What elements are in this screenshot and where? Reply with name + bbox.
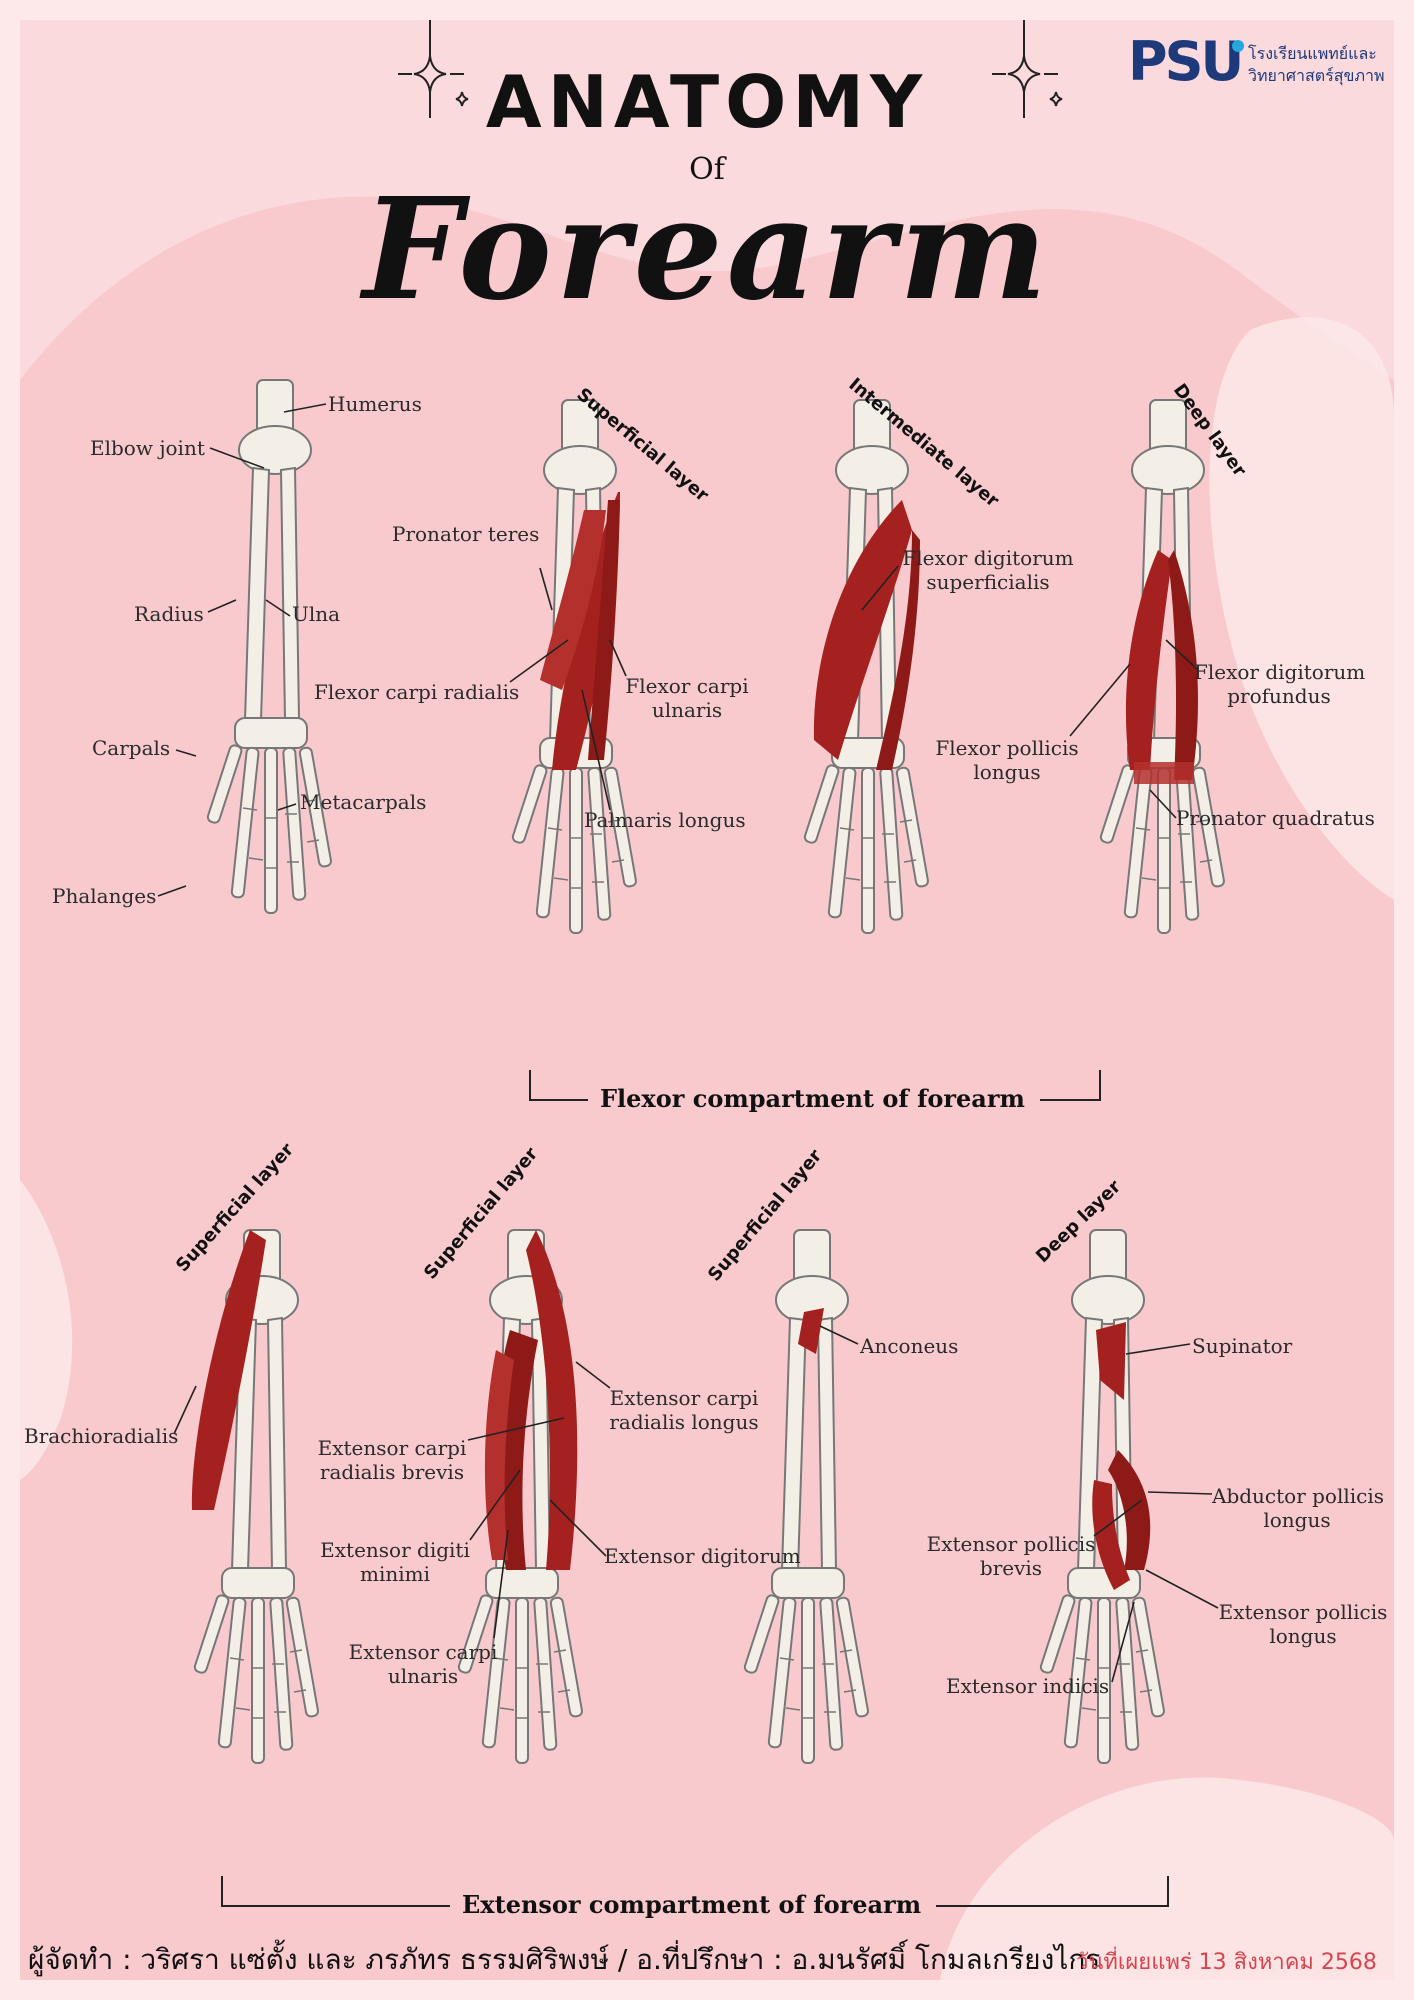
label-apl-line2: longus [1263, 1508, 1331, 1532]
extensor-section-title: Extensor compartment of forearm [462, 1890, 922, 1919]
label-flexor-carpi-radialis: Flexor carpi radialis [314, 680, 520, 704]
label-carpals: Carpals [92, 736, 171, 760]
label-epb-line2: brevis [979, 1556, 1043, 1580]
flexor-intermediate-illustration [804, 400, 929, 933]
extensor-superficial-illustration [458, 1230, 583, 1763]
logo-text-line2: วิทยาศาสตร์สุขภาพ [1248, 66, 1385, 85]
label-epb-line1: Extensor pollicis [926, 1532, 1096, 1556]
flexor-section-title: Flexor compartment of forearm [600, 1084, 1025, 1113]
extensor-brachioradialis-illustration [191, 1230, 319, 1763]
label-flexor-carpi-ulnaris-line1: Flexor carpi [625, 674, 749, 698]
label-fdp-line1: Flexor digitorum [1194, 660, 1366, 684]
label-apl-line1: Abductor pollicis [1212, 1484, 1385, 1508]
label-apl: Abductor pollicis longus [1212, 1484, 1385, 1532]
label-fpl-line2: longus [973, 760, 1041, 784]
label-epl-line2: longus [1269, 1624, 1337, 1648]
section-brackets [221, 1070, 1169, 1907]
label-ecrl: Extensor carpi radialis longus [604, 1386, 764, 1434]
flexor-superficial-illustration [512, 400, 637, 933]
flexor-deep-illustration [1100, 400, 1225, 933]
label-fpl-line1: Flexor pollicis [935, 736, 1079, 760]
logo-dot-icon [1232, 40, 1244, 52]
label-epl-line1: Extensor pollicis [1218, 1600, 1388, 1624]
label-metacarpals: Metacarpals [300, 790, 427, 814]
label-fds-line2: superficialis [926, 570, 1050, 594]
logo-text-line1: โรงเรียนแพทย์และ [1248, 44, 1377, 63]
label-phalanges: Phalanges [52, 884, 157, 908]
label-brachioradialis: Brachioradialis [24, 1424, 179, 1448]
label-extensor-indicis: Extensor indicis [946, 1674, 1110, 1698]
bones-illustration [207, 380, 332, 913]
footer-credits: ผู้จัดทำ : วริศรา แซ่ตั้ง และ ภรภัทร ธรร… [28, 1943, 1101, 1976]
label-epb: Extensor pollicis brevis [926, 1532, 1096, 1580]
label-ecrl-line1: Extensor carpi [609, 1386, 759, 1410]
extensor-anconeus-illustration [744, 1230, 869, 1763]
label-flexor-carpi-ulnaris: Flexor carpi ulnaris [622, 674, 752, 722]
label-humerus: Humerus [328, 392, 422, 416]
label-edm-line1: Extensor digiti [320, 1538, 470, 1562]
muscle-leader-lines [173, 565, 1219, 1683]
label-pronator-teres: Pronator teres [392, 522, 540, 546]
label-edm: Extensor digiti minimi [320, 1538, 470, 1586]
label-fpl: Flexor pollicis longus [932, 736, 1082, 784]
title-anatomy: ANATOMY [485, 60, 929, 144]
label-fds: Flexor digitorum superficialis [898, 546, 1078, 594]
label-radius: Radius [134, 602, 204, 626]
logo-mark: PSU [1128, 30, 1244, 93]
label-ecrb-line2: radialis brevis [319, 1460, 465, 1484]
label-supinator: Supinator [1192, 1334, 1293, 1358]
label-epl: Extensor pollicis longus [1218, 1600, 1388, 1648]
label-ecrb: Extensor carpi radialis brevis [312, 1436, 472, 1484]
label-flexor-carpi-ulnaris-line2: ulnaris [651, 698, 723, 722]
label-fdp: Flexor digitorum profundus [1194, 660, 1366, 708]
label-ecu-line1: Extensor carpi [348, 1640, 498, 1664]
label-ecrb-line1: Extensor carpi [317, 1436, 467, 1460]
footer-date: วันที่เผยแพร่ 13 สิงหาคม 2568 [1076, 1950, 1377, 1975]
label-ecu-line2: ulnaris [387, 1664, 459, 1688]
sparkle-left-icon [398, 20, 469, 118]
label-palmaris-longus: Palmaris longus [584, 808, 746, 832]
label-ecrl-line2: radialis longus [609, 1410, 759, 1434]
label-fds-line1: Flexor digitorum [902, 546, 1074, 570]
label-ecu: Extensor carpi ulnaris [348, 1640, 498, 1688]
sparkle-right-icon [992, 20, 1063, 118]
label-anconeus: Anconeus [860, 1334, 959, 1358]
label-elbow-joint: Elbow joint [90, 436, 205, 460]
bones-leader-lines [157, 403, 327, 897]
label-edm-line2: minimi [360, 1562, 430, 1586]
label-fdp-line2: profundus [1227, 684, 1331, 708]
label-ulna: Ulna [292, 602, 341, 626]
label-extensor-digitorum: Extensor digitorum [604, 1544, 801, 1568]
label-pronator-quadratus: Pronator quadratus [1176, 806, 1375, 830]
psu-logo: PSU โรงเรียนแพทย์และ วิทยาศาสตร์สุขภาพ [1128, 32, 1398, 92]
title-forearm: Forearm [362, 168, 1052, 332]
title-of: Of [689, 152, 725, 187]
